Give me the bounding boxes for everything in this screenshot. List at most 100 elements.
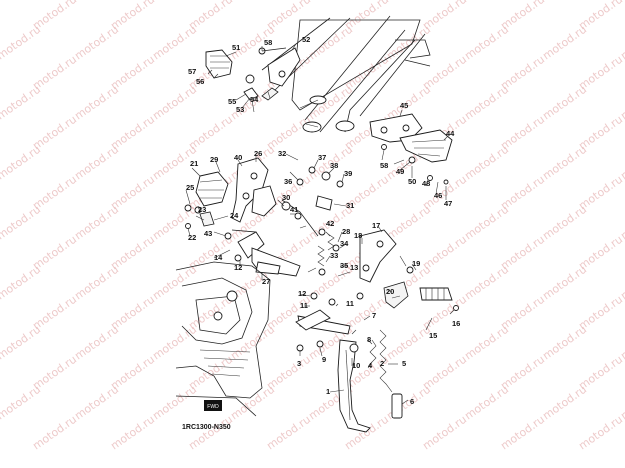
brake-pedal-assembly bbox=[224, 199, 319, 277]
callout-label: 38 bbox=[330, 161, 338, 170]
watermark-text: motod.ru bbox=[462, 323, 511, 363]
callout-label: 12 bbox=[234, 263, 242, 272]
rear-footpeg-left bbox=[205, 47, 287, 101]
callout-label: 5 bbox=[402, 359, 406, 368]
callout-label: 19 bbox=[412, 259, 420, 268]
callout-label: 41 bbox=[290, 205, 298, 214]
watermark-text: motod.ru bbox=[0, 383, 43, 423]
callout-label: 12 bbox=[298, 289, 306, 298]
callout-label: 22 bbox=[188, 233, 196, 242]
callout-label: 16 bbox=[452, 319, 460, 328]
watermark-text: motod.ru bbox=[540, 263, 589, 303]
watermark-text: motod.ru bbox=[462, 83, 511, 123]
watermark-text: motod.ru bbox=[0, 0, 43, 2]
callout-label: 32 bbox=[278, 149, 286, 158]
callout-label: 44 bbox=[446, 129, 455, 138]
rear-footrest-bracket-left bbox=[261, 47, 301, 101]
callout-label: 55 bbox=[228, 97, 236, 106]
watermark-text: motod.ru bbox=[462, 383, 511, 423]
callout-label: 27 bbox=[262, 277, 270, 286]
watermark-text: motod.ru bbox=[462, 263, 511, 303]
callout-label: 47 bbox=[444, 199, 452, 208]
watermark-text: motod.ru bbox=[462, 23, 511, 63]
frame-rails bbox=[261, 15, 431, 133]
leader-lines bbox=[185, 43, 455, 405]
callout-label: 53 bbox=[236, 105, 244, 114]
watermark-text: motod.ru bbox=[0, 83, 43, 123]
spring-cluster bbox=[296, 166, 344, 276]
callout-label: 33 bbox=[330, 251, 338, 260]
callout-label: 13 bbox=[350, 263, 358, 272]
callout-label: 21 bbox=[190, 159, 198, 168]
watermark-text: motod.ru bbox=[72, 203, 121, 243]
watermark-text: motod.ru bbox=[384, 323, 433, 363]
callout-label: 14 bbox=[214, 253, 223, 262]
watermark-text: motod.ru bbox=[72, 263, 121, 303]
callout-label: 57 bbox=[188, 67, 196, 76]
watermark-text: motod.ru bbox=[576, 413, 625, 453]
callout-label: 10 bbox=[352, 361, 360, 370]
watermark-text: motod.ru bbox=[0, 0, 1, 32]
watermark-text: motod.ru bbox=[150, 323, 199, 363]
watermark-text: motod.ru bbox=[540, 83, 589, 123]
watermark-text: motod.ru bbox=[540, 0, 589, 2]
watermark-text: motod.ru bbox=[0, 323, 43, 363]
callout-label: 1 bbox=[326, 387, 330, 396]
callout-label: 43 bbox=[204, 229, 212, 238]
callout-label: 7 bbox=[372, 311, 376, 320]
watermark-text: motod.ru bbox=[0, 23, 43, 63]
callout-label: 15 bbox=[429, 331, 437, 340]
front-badge-label: FWD bbox=[207, 404, 219, 410]
watermark-text: motod.ru bbox=[30, 413, 79, 453]
watermark-text: motod.ru bbox=[540, 323, 589, 363]
watermark-text: motod.ru bbox=[72, 83, 121, 123]
watermark-text: motod.ru bbox=[264, 413, 313, 453]
callout-label: 17 bbox=[372, 221, 380, 230]
watermark-text: motod.ru bbox=[0, 143, 43, 183]
callout-label: 25 bbox=[186, 183, 194, 192]
watermark-text: motod.ru bbox=[462, 143, 511, 183]
callout-label: 20 bbox=[386, 287, 394, 296]
watermark-text: motod.ru bbox=[306, 23, 355, 63]
callout-label: 54 bbox=[250, 95, 259, 104]
watermark-text: motod.ru bbox=[150, 383, 199, 423]
callout-label: 49 bbox=[396, 167, 404, 176]
callout-label: 45 bbox=[400, 101, 408, 110]
watermark-text: motod.ru bbox=[72, 0, 121, 2]
watermark-text: motod.ru bbox=[420, 413, 469, 453]
callout-label: 9 bbox=[322, 355, 326, 364]
callout-label: 26 bbox=[254, 149, 262, 158]
watermark-text: motod.ru bbox=[150, 23, 199, 63]
watermark-text: motod.ru bbox=[150, 83, 199, 123]
callout-label: 29 bbox=[210, 155, 218, 164]
callout-label: 37 bbox=[318, 153, 326, 162]
watermark-text: motod.ru bbox=[228, 323, 277, 363]
front-direction-badge: FWD bbox=[204, 400, 222, 411]
watermark-text: motod.ru bbox=[384, 203, 433, 243]
watermark-text: motod.ru bbox=[540, 203, 589, 243]
callout-label: 28 bbox=[342, 227, 350, 236]
watermark-text: motod.ru bbox=[150, 263, 199, 303]
callout-label: 58 bbox=[380, 161, 388, 170]
callout-label: 4 bbox=[368, 361, 373, 370]
watermark-text: motod.ru bbox=[228, 0, 277, 2]
watermark-text: motod.ru bbox=[72, 323, 121, 363]
watermark-text: motod.ru bbox=[498, 413, 547, 453]
sidestand-spring bbox=[379, 329, 403, 419]
callout-label: 56 bbox=[196, 77, 204, 86]
callout-label: 34 bbox=[340, 239, 349, 248]
callout-label: 31 bbox=[346, 201, 354, 210]
watermark-text: motod.ru bbox=[72, 143, 121, 183]
callout-label: 50 bbox=[408, 177, 416, 186]
callout-label: 11 bbox=[346, 299, 354, 308]
engine-crankcase bbox=[175, 261, 271, 417]
callout-label: 23 bbox=[198, 205, 206, 214]
watermark-text: motod.ru bbox=[540, 383, 589, 423]
callout-label: 52 bbox=[302, 35, 310, 44]
watermark-text: motod.ru bbox=[540, 23, 589, 63]
watermark-text: motod.ru bbox=[540, 143, 589, 183]
watermark-text: motod.ru bbox=[0, 263, 43, 303]
